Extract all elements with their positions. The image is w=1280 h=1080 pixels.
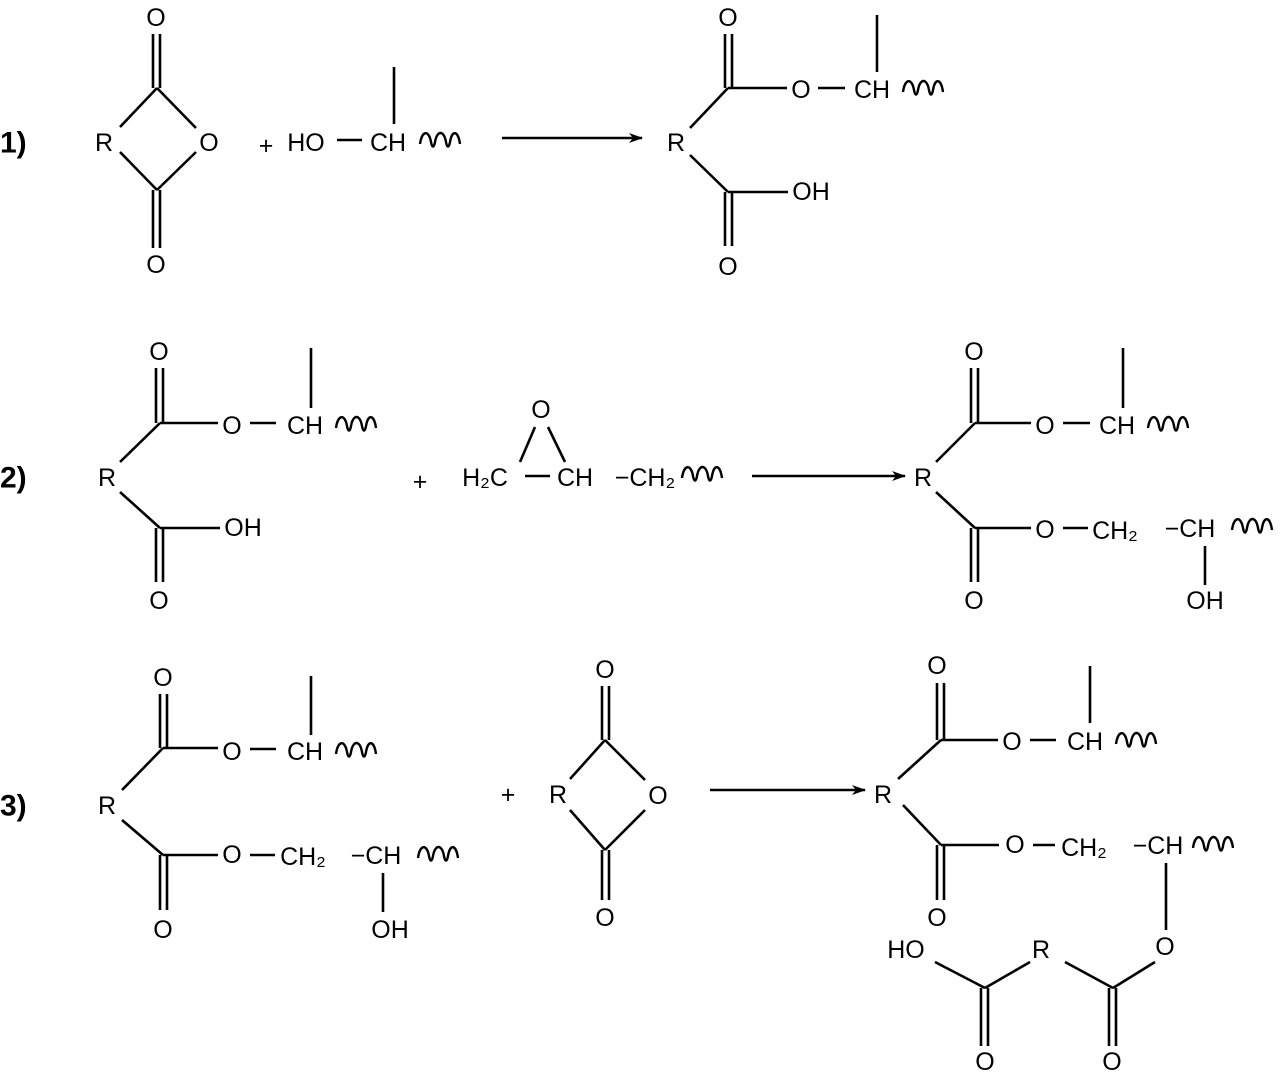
wavy-bond-icon (1146, 415, 1190, 432)
atom-r: R (549, 781, 567, 809)
atom-r: R (667, 129, 685, 157)
atom-o: O (1035, 412, 1054, 440)
atom-ch2: CH₂ (1061, 834, 1107, 862)
atom-ho: HO (887, 936, 925, 964)
atom-o: O (964, 587, 983, 615)
wavy-bond-icon (334, 415, 378, 432)
atom-r: R (95, 129, 113, 157)
atom-o: O (153, 916, 172, 944)
atom-r: R (874, 781, 892, 809)
reaction-number: 1) (0, 127, 27, 160)
reaction-3: 3) R O O CH O CH₂ −CH OH O + O (0, 652, 1235, 1076)
atom-ch: CH (557, 464, 593, 492)
atom-o: O (595, 656, 614, 684)
hydroxy-ester: R O O CH O CH₂ −CH OH O (98, 664, 460, 944)
atom-ch: CH (287, 738, 323, 766)
reaction-2: 2) R O O CH OH O + O H₂C CH −CH₂ (0, 338, 1274, 615)
atom-ch: CH (854, 76, 890, 104)
atom-o: O (927, 652, 946, 680)
plus-sign: + (501, 781, 516, 809)
reaction-number: 3) (0, 790, 27, 823)
epoxide: O H₂C CH −CH₂ (462, 396, 724, 492)
atom-ch: −CH (351, 842, 402, 870)
plus-sign: + (413, 468, 428, 496)
wavy-bond-icon (901, 79, 945, 96)
atom-ch: CH (1067, 728, 1103, 756)
wavy-bond-icon (1114, 731, 1158, 748)
atom-o: O (648, 782, 667, 810)
atom-r: R (98, 792, 116, 820)
atom-r: R (914, 464, 932, 492)
atom-o: O (1155, 933, 1174, 961)
wavy-bond-icon (416, 845, 460, 862)
alcohol: HO CH (287, 67, 462, 157)
atom-h2c: H₂C (462, 464, 508, 492)
reaction-1: 1) O R O O + HO CH R O O (0, 4, 945, 281)
atom-ch: CH (287, 412, 323, 440)
cyclic-anhydride: O R O O (95, 4, 219, 279)
product-1: R O O CH OH O (667, 4, 945, 281)
atom-oh: OH (224, 514, 262, 542)
plus-sign: + (259, 132, 274, 160)
atom-o: O (222, 738, 241, 766)
reaction-number: 2) (0, 462, 27, 495)
atom-o: O (718, 253, 737, 281)
atom-o: O (1005, 831, 1024, 859)
atom-o: O (975, 1048, 994, 1076)
wavy-bond-icon (334, 741, 378, 758)
atom-o: O (718, 4, 737, 32)
atom-ch: −CH (1133, 832, 1184, 860)
atom-o: O (149, 587, 168, 615)
atom-o: O (1102, 1048, 1121, 1076)
cyclic-anhydride: O R O O (549, 656, 668, 932)
atom-oh: OH (1186, 587, 1224, 615)
wavy-bond-icon (680, 465, 724, 482)
atom-o: O (531, 396, 550, 424)
atom-o: O (1002, 728, 1021, 756)
atom-o: O (1035, 516, 1054, 544)
atom-o: O (146, 4, 165, 32)
atom-o: O (149, 338, 168, 366)
wavy-bond-icon (1191, 835, 1235, 852)
atom-o: O (199, 129, 218, 157)
atom-ch2: CH₂ (1092, 517, 1138, 545)
wavy-bond-icon (1230, 517, 1274, 534)
atom-ch2: CH₂ (280, 843, 326, 871)
atom-o: O (153, 664, 172, 692)
atom-o: O (791, 76, 810, 104)
atom-r: R (98, 464, 116, 492)
product-2: R O O CH O CH₂ −CH OH O (914, 338, 1274, 615)
atom-o: O (222, 841, 241, 869)
atom-oh: OH (792, 178, 830, 206)
atom-ch2: −CH₂ (615, 464, 675, 492)
wavy-bond-icon (418, 131, 462, 148)
atom-o: O (927, 904, 946, 932)
atom-ho: HO (287, 129, 325, 157)
atom-ch: CH (1099, 412, 1135, 440)
atom-ch: −CH (1165, 515, 1216, 543)
atom-oh: OH (371, 916, 409, 944)
atom-o: O (222, 412, 241, 440)
atom-o: O (146, 251, 165, 279)
half-ester: R O O CH OH O (98, 338, 378, 615)
product-3: R O O CH O CH₂ −CH O O HO R (874, 652, 1235, 1076)
atom-o: O (964, 338, 983, 366)
atom-ch: CH (370, 129, 406, 157)
atom-o: O (595, 904, 614, 932)
atom-r: R (1032, 936, 1050, 964)
